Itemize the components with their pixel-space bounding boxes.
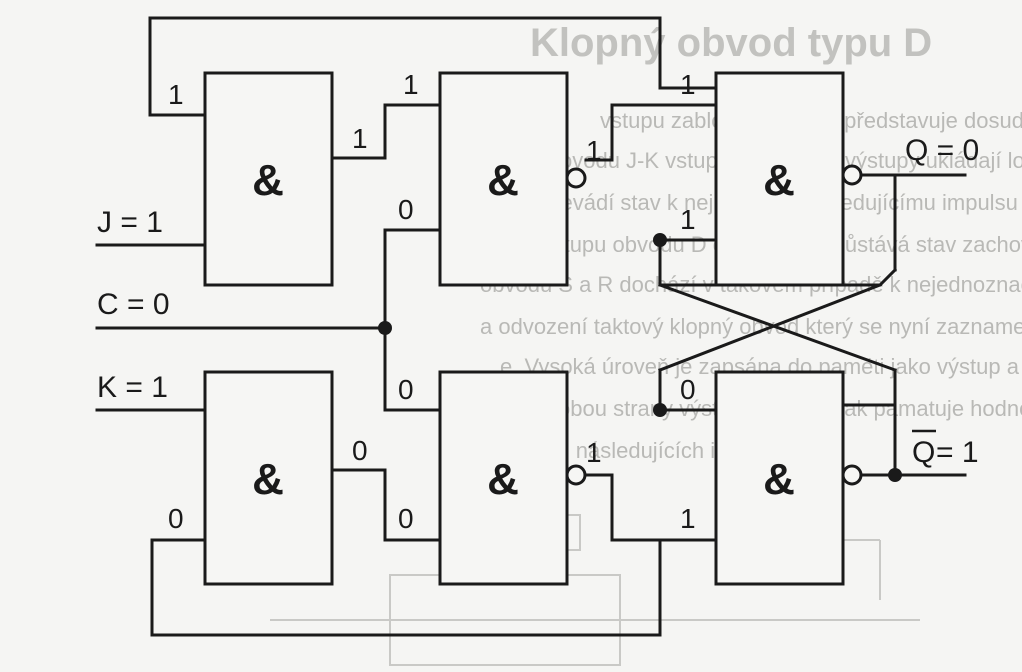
gate-2-symbol: & xyxy=(487,156,519,205)
wire-value-labels: 1 1 1 0 1 1 1 0 0 0 0 1 0 1 xyxy=(168,69,696,534)
gate-3-symbol: & xyxy=(763,156,795,205)
junction-q-cross xyxy=(653,233,667,247)
value-g3-in-cross: 1 xyxy=(680,204,696,235)
wire-g1-g2 xyxy=(330,103,442,160)
gate-6-symbol: & xyxy=(763,455,795,504)
value-g3-in-top: 1 xyxy=(680,69,696,100)
value-g5-in-bottom: 0 xyxy=(398,503,414,534)
value-g2-in-top: 1 xyxy=(403,69,419,100)
output-q-label: Q = 0 xyxy=(905,134,979,167)
wire-c-up xyxy=(383,228,442,330)
gate-1-symbol: & xyxy=(252,156,284,205)
gate-4: & xyxy=(203,370,334,586)
input-j-label: J = 1 xyxy=(97,206,163,239)
io-labels: J = 1 C = 0 K = 1 Q = 0 Q = 1 xyxy=(97,134,979,469)
wire-g5-g6 xyxy=(584,473,718,542)
background-page-text: Klopný obvod typu D vstupu zablokovány, … xyxy=(270,21,1022,666)
wire-g4-g5 xyxy=(330,468,442,542)
value-g2-in-c: 0 xyxy=(398,194,414,225)
background-title: Klopný obvod typu D xyxy=(530,21,932,65)
wire-g2-g3 xyxy=(584,103,718,162)
gate-5: & xyxy=(438,370,587,586)
value-g4-in-feedback: 0 xyxy=(168,503,184,534)
junction-qbar-out xyxy=(888,468,902,482)
gate-5-symbol: & xyxy=(487,455,519,504)
gate-1: & xyxy=(203,71,334,287)
output-qbar-value: = 1 xyxy=(936,436,979,469)
gate-2-inverter-bubble xyxy=(565,167,587,189)
value-g4-out: 0 xyxy=(352,435,368,466)
wire-cross-q-to-g6 xyxy=(658,283,882,372)
wire-c-down xyxy=(383,326,442,412)
gate-5-inverter-bubble xyxy=(565,464,587,486)
wire-cross-qbar-to-g3 xyxy=(658,283,897,372)
gate-6-inverter-bubble xyxy=(841,464,863,486)
junction-c xyxy=(378,321,392,335)
junctions xyxy=(378,233,902,482)
value-g1-out: 1 xyxy=(352,123,368,154)
gate-6: & xyxy=(714,370,863,586)
gate-3-inverter-bubble xyxy=(841,164,863,186)
gate-4-symbol: & xyxy=(252,455,284,504)
value-g5-in-c: 0 xyxy=(398,374,414,405)
gate-2: & xyxy=(438,71,587,287)
value-g2-out: 1 xyxy=(586,135,602,166)
gate-3: & xyxy=(714,71,863,287)
value-g1-in-feedback: 1 xyxy=(168,79,184,110)
input-k-label: K = 1 xyxy=(97,371,168,404)
value-g5-out: 1 xyxy=(586,437,602,468)
value-g6-in-cross: 0 xyxy=(680,374,696,405)
junction-qbar-cross xyxy=(653,403,667,417)
output-qbar-letter: Q xyxy=(912,436,935,469)
output-qbar-label: Q = 1 xyxy=(912,429,979,469)
value-g6-in-bottom: 1 xyxy=(680,503,696,534)
wire-feedback-top xyxy=(148,16,718,117)
input-c-label: C = 0 xyxy=(97,288,170,321)
